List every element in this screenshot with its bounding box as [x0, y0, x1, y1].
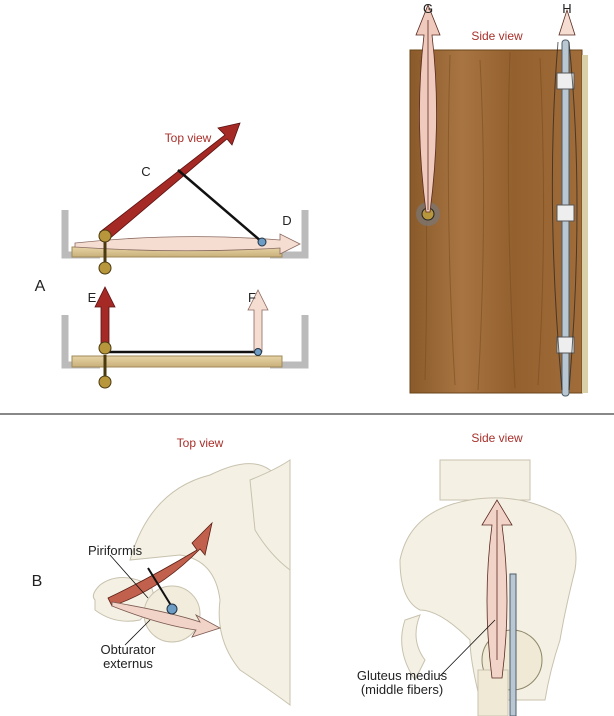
panel-a-top-view-door-open: Top view C D	[61, 122, 309, 275]
top-view-title-b: Top view	[177, 436, 224, 450]
side-view-title: Side view	[471, 29, 523, 43]
piriformis-arrow	[107, 521, 213, 607]
moment-arm	[177, 169, 263, 243]
label-c: C	[141, 164, 150, 179]
piriformis-label: Piriformis	[88, 543, 143, 558]
panel-b-side-view-pelvis: Side view Gluteus medius (middle fibers)	[357, 431, 577, 716]
top-view-title: Top view	[165, 131, 212, 145]
panel-a-label: A	[35, 278, 46, 295]
axis-rod	[509, 573, 517, 716]
door	[409, 49, 583, 394]
arrow-f	[247, 289, 269, 353]
vertebra	[439, 459, 531, 501]
obturator-arrow	[111, 601, 222, 638]
moment-arm	[147, 567, 173, 608]
obturator-label-2: externus	[103, 656, 153, 671]
panel-b-top-view-pelvis: Top view Piriformis Obturator externus	[88, 436, 291, 706]
hip-axis	[166, 603, 178, 615]
attachment-point	[257, 237, 267, 247]
coccyx	[401, 614, 426, 681]
panel-b-label: B	[32, 573, 43, 590]
label-e: E	[88, 290, 97, 305]
obturator-label-1: Obturator	[101, 642, 157, 657]
hinge-knob	[98, 229, 112, 243]
sacrum	[249, 459, 291, 572]
arrow-d	[74, 233, 301, 255]
arrow-h	[558, 8, 576, 36]
gluteus-label-1: Gluteus medius	[357, 668, 448, 683]
label-g: G	[423, 1, 433, 16]
label-d: D	[282, 213, 291, 228]
label-f: F	[248, 290, 256, 305]
label-h: H	[562, 1, 571, 16]
side-view-title-b: Side view	[471, 431, 523, 445]
arrow-c	[99, 122, 241, 241]
panel-a-side-view-door: Side view G H	[409, 1, 588, 397]
panel-a-top-view-door-closed: E F	[61, 286, 309, 389]
hinges	[556, 72, 575, 354]
gluteus-label-2: (middle fibers)	[361, 682, 443, 697]
